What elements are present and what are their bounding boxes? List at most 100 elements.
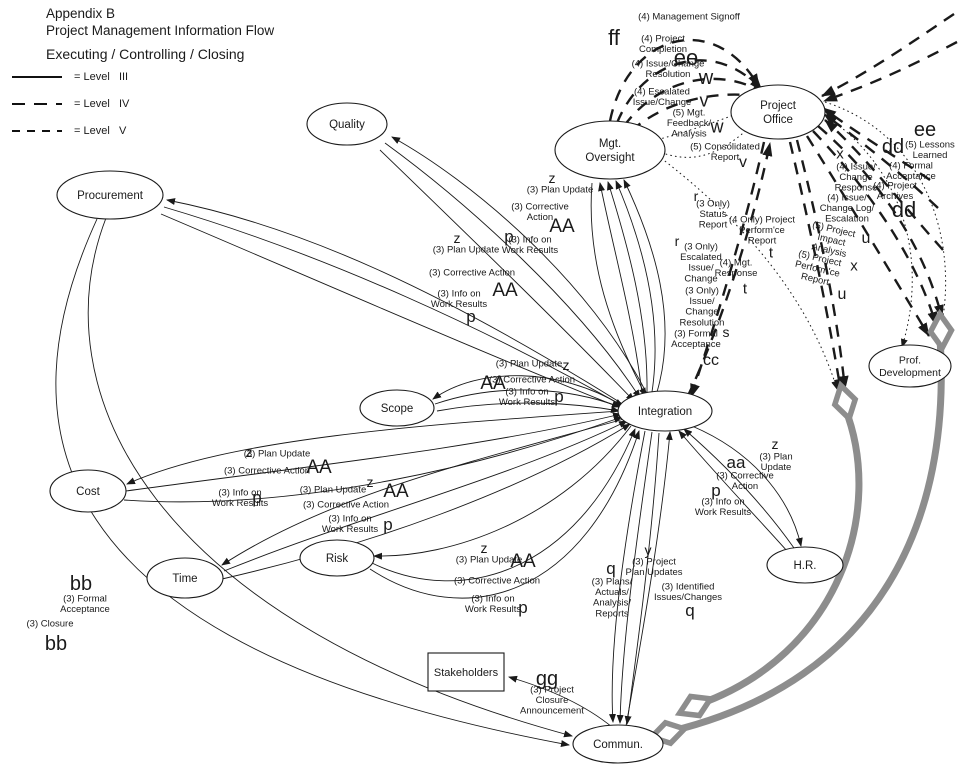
- legend-row-level-v: = Level V: [12, 117, 129, 144]
- node-stakeholders: Stakeholders: [427, 652, 505, 692]
- cost-ellipse: [49, 469, 127, 513]
- ltr-r-2: r: [675, 233, 680, 249]
- lbl-ic-log: (4) Issue/Change Log/Escalation: [820, 192, 875, 224]
- prof-development-ellipse: [868, 344, 952, 388]
- hr-ellipse: [766, 546, 844, 584]
- ltr-p-quality: p: [504, 227, 513, 246]
- lbl-closure: (3) Closure: [27, 618, 74, 629]
- time-label: Time: [172, 573, 197, 585]
- edges-layer: [55, 13, 958, 747]
- edge-pipe-outer: [671, 337, 945, 735]
- quality-label: Quality: [329, 119, 365, 131]
- lbl-plans-actuals: (3) Plans/Actuals/Analysis/Reports: [592, 576, 633, 619]
- ltr-p-scope: p: [554, 387, 563, 406]
- edge-mgto-4: [598, 182, 643, 394]
- edge-mgto-3: [607, 181, 648, 393]
- time-ellipse: [146, 557, 224, 599]
- edge-proc-commun-inner: [87, 217, 573, 738]
- lbl-mgt-signoff: (4) Management Signoff: [638, 11, 740, 22]
- edge-commun-4: [624, 432, 660, 725]
- ltr-v-5: v: [739, 154, 747, 171]
- edge-po-int-response: [689, 141, 766, 398]
- title-block: Appendix B Project Management Informatio…: [46, 5, 274, 63]
- ltr-z-quality: z: [549, 170, 556, 186]
- legend-label-level-v: = Level V: [74, 124, 127, 137]
- ltr-z-cost: z: [246, 444, 253, 460]
- node-cost: Cost: [49, 469, 127, 513]
- labels-layer: ffeewvwveeddxdduxurtrtscczAApzAApzAApzAA…: [27, 11, 956, 716]
- ltr-ee-top: ee: [674, 45, 698, 70]
- edge-mgto-5: [590, 182, 647, 397]
- legend-row-level-iii: = Level III: [12, 63, 129, 90]
- edge-risk-2: [371, 428, 636, 582]
- ltr-u-1: u: [862, 230, 871, 247]
- legend-line-longdash-icon: [12, 102, 62, 105]
- edge-risk-3: [369, 430, 640, 599]
- integration-ellipse: [617, 390, 713, 432]
- edge-hr-3: [678, 430, 789, 553]
- edge-cost-1: [126, 410, 621, 485]
- ltr-s: s: [723, 324, 730, 340]
- edge-po-id-2: [788, 141, 844, 393]
- ltr-AA-quality: AA: [549, 216, 575, 237]
- legend-line-solid-icon: [12, 75, 62, 78]
- ltr-u-2: u: [838, 286, 847, 303]
- edge-procurement-2: [163, 206, 624, 407]
- node-procurement: Procurement: [56, 170, 164, 220]
- legend-line-shortdash-icon: [12, 129, 62, 132]
- page-title: Project Management Information Flow: [46, 23, 275, 38]
- edge-po-mo-consolidated: [656, 123, 754, 158]
- ltr-z-hr: z: [772, 436, 779, 452]
- scope-label: Scope: [381, 403, 414, 415]
- stakeholders-box: [427, 652, 505, 692]
- ltr-w-top: w: [698, 67, 714, 89]
- edge-mgto-1: [623, 179, 666, 393]
- ltr-z-time: z: [367, 474, 374, 490]
- diamonds-layer: [646, 308, 955, 747]
- lbl-ca-proc: (3) Corrective Action: [429, 267, 515, 278]
- node-time: Time: [146, 557, 224, 599]
- edge-po-in-2: [824, 119, 944, 251]
- edge-proc-commun-outer: [55, 218, 570, 747]
- edge-quality-1: [391, 136, 649, 397]
- node-hr: H.R.: [766, 546, 844, 584]
- edge-po-in-3: [822, 107, 931, 181]
- ltr-z-proc: z: [454, 230, 461, 246]
- ltr-cc: cc: [703, 352, 719, 369]
- ltr-y: y: [645, 542, 652, 558]
- commun-label: Commun.: [593, 739, 643, 751]
- lbl-ca-cost: (3) Corrective Action: [224, 465, 310, 476]
- ltr-aa-hr: aa: [727, 453, 746, 472]
- node-risk: Risk: [299, 539, 375, 577]
- lbl-pu-proc: (3) Plan Update: [433, 244, 500, 255]
- prof-development-label: Prof.Development: [879, 354, 941, 379]
- edge-quality-3: [379, 149, 635, 402]
- ltr-x-2: x: [850, 257, 858, 274]
- lbl-pu-risk: (3) Plan Update: [456, 554, 523, 565]
- edge-time-3: [221, 423, 631, 580]
- edge-mo-po-ee: [615, 59, 763, 124]
- edge-commun-3: [625, 431, 673, 727]
- stakeholders-label: Stakeholders: [434, 667, 499, 679]
- edge-cost-2: [125, 412, 622, 492]
- ltr-p-risk: p: [518, 598, 527, 617]
- ltr-bb-2: bb: [45, 633, 67, 655]
- appendix-title: Appendix B: [46, 6, 116, 21]
- ltr-q-1: q: [606, 559, 615, 578]
